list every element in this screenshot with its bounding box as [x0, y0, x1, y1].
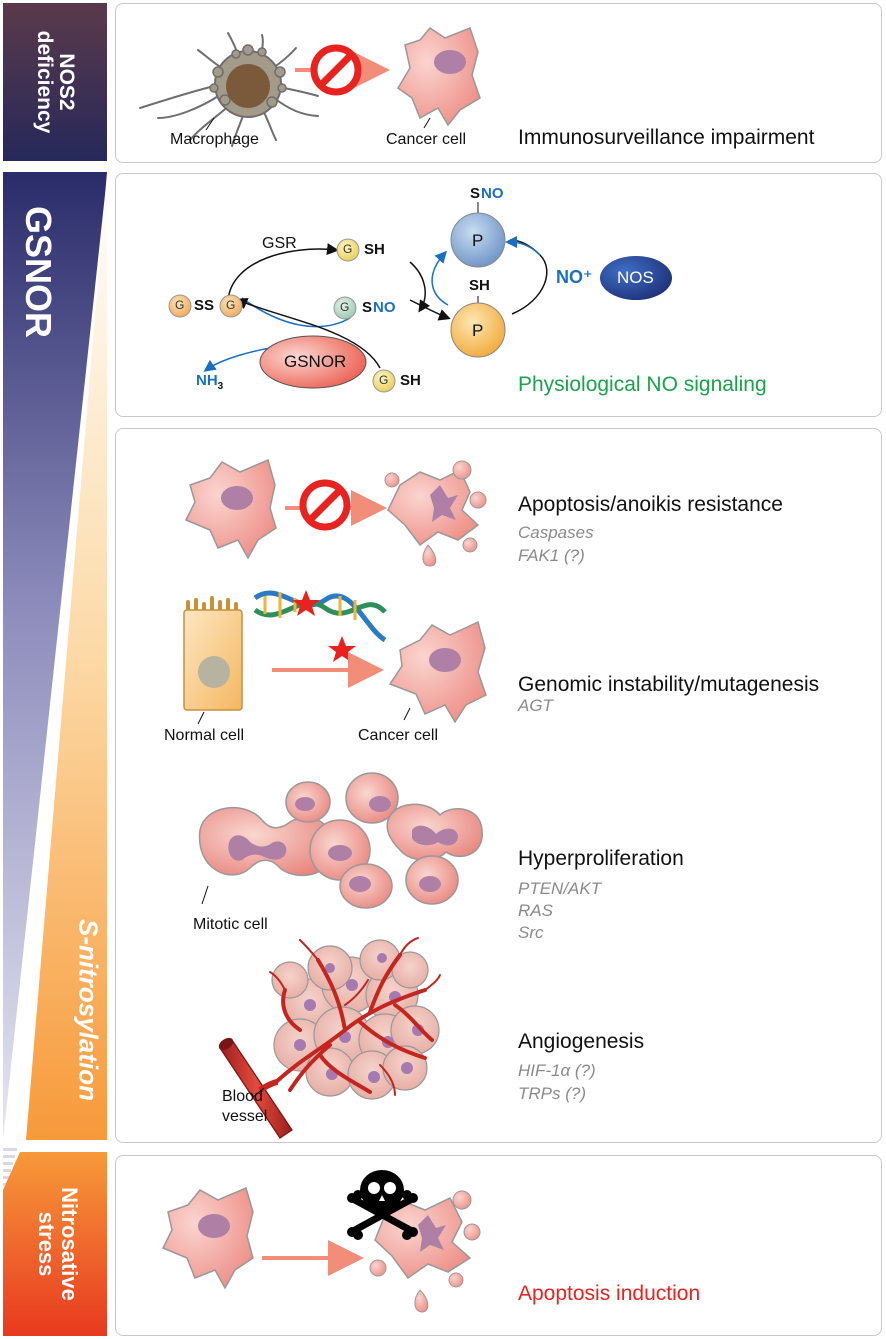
sh-top: SH — [364, 241, 385, 258]
cancer-cell-label-1: Cancer cell — [386, 131, 467, 148]
gsr-label: GSR — [262, 235, 297, 252]
sidebar-nos2-label: NOS2 deficiency — [33, 30, 79, 134]
gsnor-enzyme-label: GSNOR — [284, 352, 347, 371]
nh3-label: NH3 — [196, 372, 224, 392]
sidebar — [3, 3, 107, 1336]
apoptosis-induction-text: Apoptosis induction — [518, 1282, 701, 1305]
gene-trps: TRPs (?) — [518, 1084, 586, 1103]
panel-gsnor — [115, 173, 882, 417]
protein-top-p: P — [472, 231, 484, 250]
gsno-s: S — [362, 299, 373, 316]
panel-snitrosylation — [115, 428, 882, 1143]
panel-nitrosative — [115, 1155, 882, 1336]
angio-title: Angiogenesis — [518, 1030, 645, 1053]
protein-bottom-sh: SH — [469, 277, 490, 294]
prolif-title: Hyperproliferation — [518, 847, 684, 870]
mitotic-cell-label: Mitotic cell — [193, 916, 268, 933]
cancer-cell-label-2: Cancer cell — [358, 727, 439, 744]
g-letter-top: G — [343, 242, 353, 256]
gene-caspases: Caspases — [518, 523, 594, 542]
no-plus-label: NO⁺ — [556, 267, 593, 287]
gene-hif1a: HIF-1α (?) — [518, 1061, 596, 1080]
gene-fak1: FAK1 (?) — [518, 546, 585, 565]
protein-top-sno-no: NO — [481, 185, 504, 202]
gsno-no: NO — [373, 299, 396, 316]
gene-ras: RAS — [518, 901, 553, 920]
sidebar-nitro-label: Nitrosative stress — [34, 1187, 83, 1301]
apoptosis-title: Apoptosis/anoikis resistance — [518, 493, 783, 516]
g-letter-gssg-right: G — [226, 298, 236, 312]
gene-pten-akt: PTEN/AKT — [518, 879, 602, 898]
genomic-title: Genomic instability/mutagenesis — [518, 673, 820, 696]
normal-cell-label: Normal cell — [164, 727, 245, 744]
sidebar-dash — [3, 1148, 17, 1186]
macrophage-label: Macrophage — [170, 131, 259, 148]
g-letter-gssg-left: G — [175, 298, 185, 312]
immunosurveillance-text: Immunosurveillance impairment — [518, 126, 815, 149]
sidebar-snitro-label: S-nitrosylation — [73, 918, 104, 1102]
nos-label: NOS — [617, 268, 654, 287]
protein-bottom-p: P — [472, 321, 484, 340]
physiological-no-text: Physiological NO signaling — [518, 373, 767, 396]
gene-agt: AGT — [518, 696, 553, 715]
gene-src: Src — [518, 923, 544, 942]
protein-top-sno-s: S — [470, 185, 481, 202]
g-letter-gsno: G — [340, 300, 350, 314]
g-letter-bottom: G — [379, 373, 389, 387]
gssg-ss: SS — [194, 297, 215, 314]
sidebar-gsnor-label: GSNOR — [17, 205, 59, 339]
sh-bottom: SH — [400, 372, 421, 389]
